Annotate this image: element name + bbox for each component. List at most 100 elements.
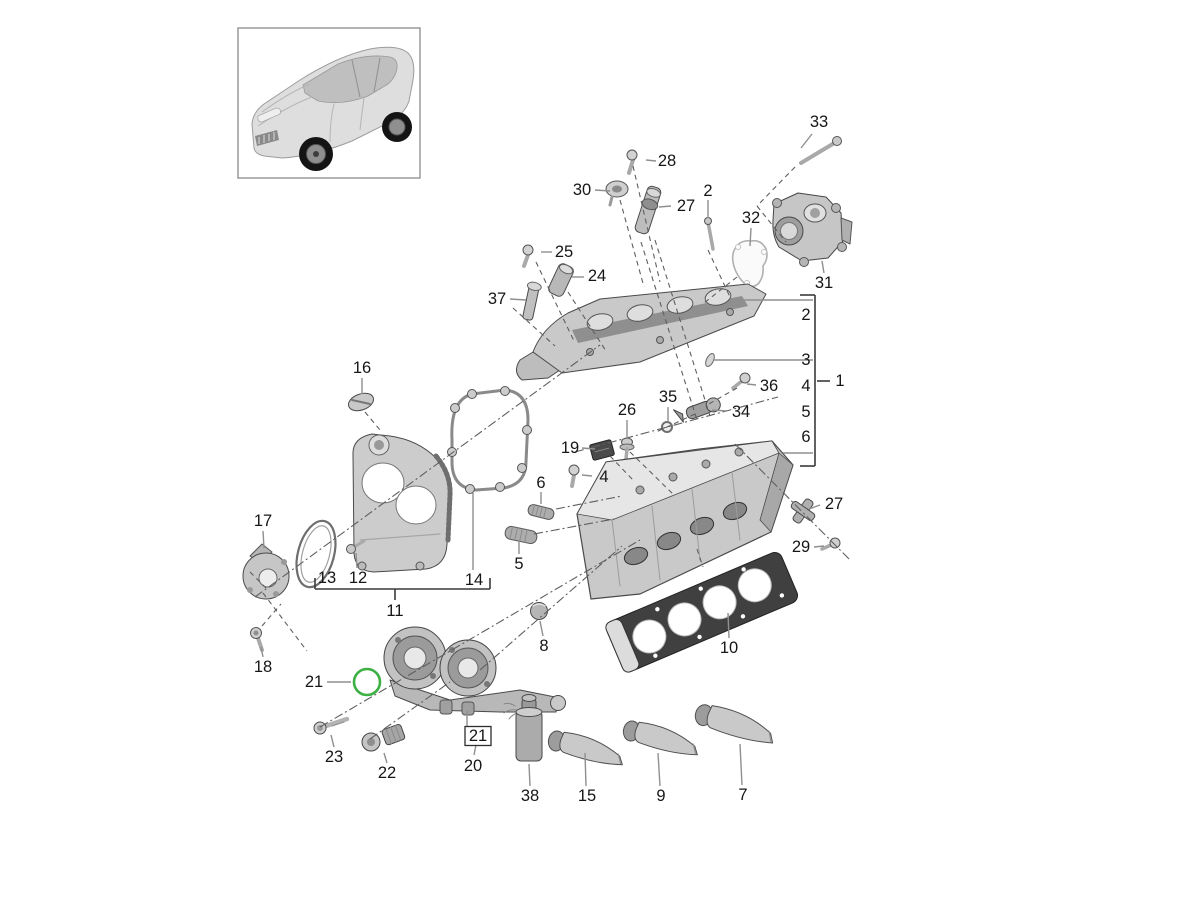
part-label-22[interactable]: 22 [378, 764, 396, 782]
part-label-10[interactable]: 10 [720, 639, 738, 657]
leader-line [581, 474, 593, 477]
part-label-27[interactable]: 27 [825, 495, 843, 513]
part-5-stud-illustration [504, 525, 538, 545]
part-10-head-gasket-illustration [605, 552, 799, 673]
part-23-bolt-illustration [313, 716, 350, 735]
part-label-30[interactable]: 30 [573, 181, 591, 199]
illustration-shape [667, 602, 702, 637]
illustration-shape [653, 653, 658, 658]
illustration-shape [467, 389, 477, 399]
part-11-timing-cover-illustration [352, 433, 453, 573]
leader-line [711, 409, 728, 412]
part-label-23[interactable]: 23 [325, 748, 343, 766]
part-label-4[interactable]: 4 [599, 468, 608, 486]
part-label-15[interactable]: 15 [578, 787, 596, 805]
part-13-seal-ring-illustration [295, 519, 337, 589]
part-label-38[interactable]: 38 [521, 787, 539, 805]
illustration-shape [706, 705, 774, 744]
illustration-shape [832, 136, 842, 146]
part-label-9[interactable]: 9 [656, 787, 665, 805]
illustration-shape [381, 723, 406, 746]
illustration-shape [594, 447, 610, 453]
part-label-6[interactable]: 6 [801, 428, 810, 446]
part-label-17[interactable]: 17 [254, 512, 272, 530]
illustration-shape [572, 296, 748, 343]
part-label-21[interactable]: 21 [469, 727, 487, 745]
part-label-5[interactable]: 5 [801, 403, 810, 421]
part-label-26[interactable]: 26 [618, 401, 636, 419]
part-label-34[interactable]: 34 [732, 403, 750, 421]
illustration-shape [346, 544, 356, 554]
part-label-14[interactable]: 14 [465, 571, 483, 589]
part-label-31[interactable]: 31 [815, 274, 833, 292]
part-label-28[interactable]: 28 [658, 152, 676, 170]
part-label-1[interactable]: 1 [835, 372, 844, 390]
part-label-11[interactable]: 11 [386, 602, 403, 620]
car-rear-rim [388, 118, 406, 136]
part-label-2[interactable]: 2 [801, 306, 810, 324]
illustration-shape [550, 695, 566, 711]
illustration-shape [522, 425, 532, 435]
part-label-25[interactable]: 25 [555, 243, 573, 261]
part-label-24[interactable]: 24 [588, 267, 606, 285]
illustration-shape [673, 409, 684, 423]
part-label-20[interactable]: 20 [464, 757, 482, 775]
illustration-shape [247, 587, 253, 593]
illustration-shape [526, 281, 542, 292]
illustration-shape [768, 730, 772, 743]
part-19-sensor-chip-illustration [589, 439, 615, 461]
illustration-shape [624, 447, 629, 461]
illustration-shape [705, 352, 715, 368]
part-label-19[interactable]: 19 [561, 439, 579, 457]
assembly-dashed-line [640, 241, 698, 421]
assembly-dashed-line [703, 276, 738, 304]
illustration-shape [837, 242, 847, 252]
illustration-shape [281, 559, 287, 565]
part-label-18[interactable]: 18 [254, 658, 272, 676]
part-label-27[interactable]: 27 [677, 197, 695, 215]
illustration-shape [734, 447, 744, 457]
part-label-3[interactable]: 3 [801, 351, 810, 369]
illustration-shape [389, 679, 561, 713]
part-label-21[interactable]: 21 [305, 673, 323, 691]
part-label-35[interactable]: 35 [659, 388, 677, 406]
part-label-6[interactable]: 6 [536, 474, 545, 492]
part-label-4[interactable]: 4 [801, 377, 810, 395]
part-label-33[interactable]: 33 [810, 113, 828, 131]
part-20-adjuster-illustration [383, 626, 566, 716]
part-label-13[interactable]: 13 [318, 569, 336, 587]
illustration-shape [611, 471, 741, 587]
illustration-shape [295, 519, 337, 589]
leader-line [658, 205, 672, 208]
illustration-shape [831, 203, 841, 213]
part-label-16[interactable]: 16 [353, 359, 371, 377]
part-15-tube-illustration [547, 730, 623, 766]
leader-line [262, 530, 265, 549]
illustration-shape [780, 222, 798, 240]
illustration-shape [698, 586, 703, 591]
part-25-bolt-illustration [522, 244, 534, 268]
illustration-shape [415, 561, 425, 571]
part-18-bolt-illustration [250, 627, 264, 652]
part-label-37[interactable]: 37 [488, 290, 506, 308]
illustration-shape [617, 753, 622, 764]
illustration-shape [705, 397, 721, 413]
part-label-7[interactable]: 7 [738, 786, 747, 804]
part-label-8[interactable]: 8 [539, 637, 548, 655]
part-label-29[interactable]: 29 [792, 538, 810, 556]
illustration-shape [385, 724, 402, 745]
part-label-2[interactable]: 2 [703, 182, 712, 200]
illustration-shape [799, 257, 809, 267]
part-label-5[interactable]: 5 [514, 555, 523, 573]
illustration-shape [403, 646, 427, 670]
illustration-shape [586, 313, 614, 331]
illustration-shape [641, 198, 659, 211]
illustration-shape [761, 249, 767, 255]
part-label-12[interactable]: 12 [349, 569, 367, 587]
part-label-36[interactable]: 36 [760, 377, 778, 395]
part-27-tube-illustration [634, 185, 662, 235]
part-label-32[interactable]: 32 [742, 209, 760, 227]
illustration-shape [522, 253, 530, 268]
leader-line [539, 620, 544, 637]
